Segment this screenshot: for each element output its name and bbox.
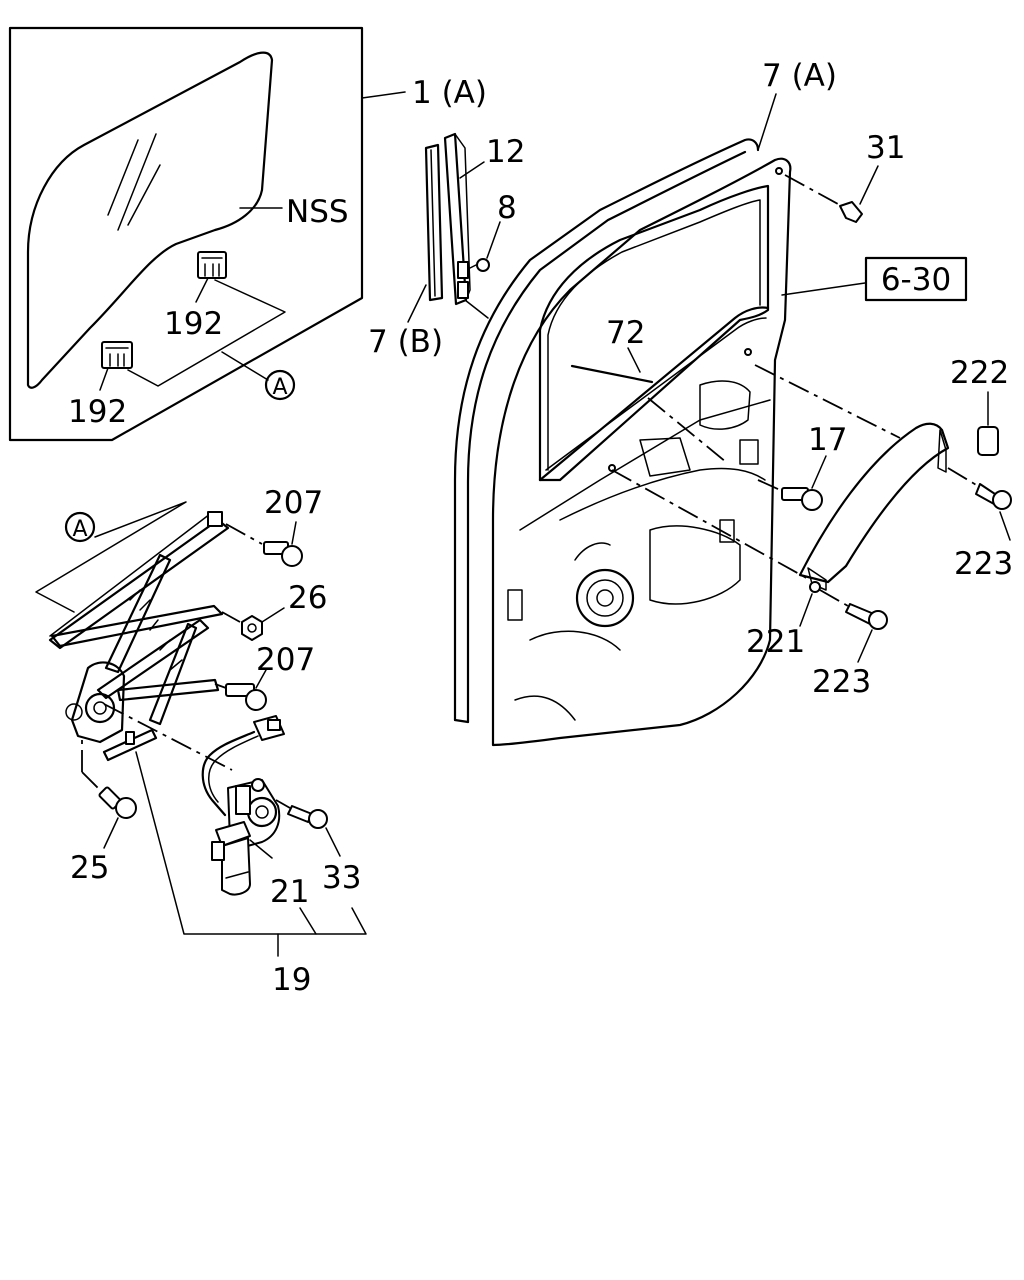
assembly-bracket-19	[135, 751, 367, 957]
nut-26	[221, 607, 285, 641]
label-washer-221: 221	[746, 624, 805, 660]
glass-clip-lower	[101, 341, 133, 369]
label-ref-a2: A	[72, 517, 87, 542]
window-regulator	[48, 511, 230, 762]
label-ref-a1: A	[272, 375, 287, 400]
clip-31	[784, 165, 879, 223]
motor-harness	[201, 715, 285, 817]
ref-box-6-30[interactable]: 6-30	[864, 256, 968, 302]
door-weatherstrip-a	[453, 138, 760, 724]
label-clip-upper: 192	[164, 306, 223, 342]
label-bolt-17: 17	[808, 422, 847, 458]
label-ref-box: 6-30	[881, 262, 951, 298]
bolt-207-lower	[214, 669, 267, 711]
label-channel: 12	[486, 134, 525, 170]
label-screw-33: 33	[322, 860, 361, 896]
label-bolt-207-lower: 207	[256, 642, 315, 678]
run-channel	[443, 132, 489, 319]
screw-33	[275, 799, 341, 857]
ref-circle-a1: A	[264, 369, 296, 401]
bolt-17	[757, 455, 827, 511]
glass-clip-upper	[197, 251, 227, 279]
label-clip-31: 31	[866, 130, 905, 166]
screw-223-upper	[947, 467, 1012, 541]
door-panel	[491, 157, 792, 747]
label-nss: NSS	[286, 194, 349, 230]
cap-222	[977, 391, 999, 456]
door-glass	[26, 51, 274, 389]
label-screw-223-upper: 223	[954, 546, 1013, 582]
seal-72	[570, 347, 727, 463]
label-weatherstrip-b: 7 (B)	[368, 324, 443, 360]
sash-arm	[798, 422, 950, 591]
label-motor-21: 21	[270, 874, 309, 910]
label-nut-26: 26	[288, 580, 327, 616]
label-screw-223-lower: 223	[812, 664, 871, 700]
bolt-207-upper	[225, 521, 303, 567]
washer-221	[799, 581, 821, 627]
label-seal-72: 72	[606, 315, 645, 351]
label-weatherstrip-a: 7 (A)	[762, 58, 837, 94]
label-clip-lower: 192	[68, 394, 127, 430]
label-screw-8: 8	[497, 190, 517, 226]
screw-8	[469, 258, 490, 272]
label-bolt-25: 25	[70, 850, 109, 886]
label-glass: 1 (A)	[412, 75, 487, 111]
weatherstrip-b	[424, 143, 444, 302]
motor-21	[211, 778, 281, 896]
label-regulator-19: 19	[272, 962, 311, 998]
screw-223-lower	[819, 589, 888, 663]
ref-circle-a2: A	[35, 501, 187, 613]
glass-inset-panel	[8, 26, 406, 442]
label-cap-222: 222	[950, 355, 1009, 391]
label-bolt-207-upper: 207	[264, 485, 323, 521]
bolt-25	[81, 740, 137, 849]
